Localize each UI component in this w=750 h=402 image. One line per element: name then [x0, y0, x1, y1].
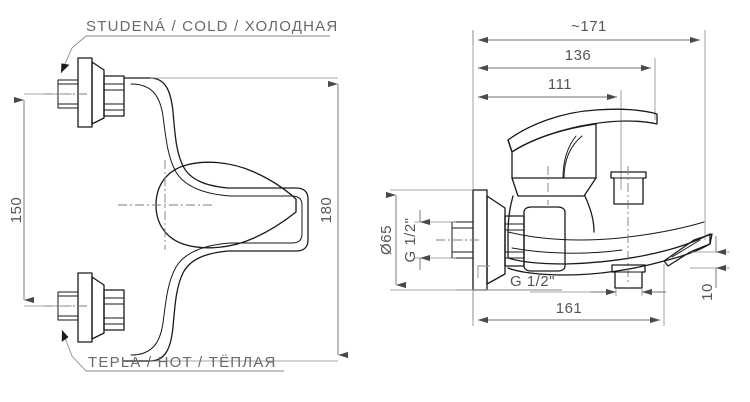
spout-outlet: [663, 233, 713, 267]
side-lever-handle: [507, 108, 658, 205]
dimension-136: 136: [478, 47, 656, 120]
dimension-diameter-65-label: Ø65: [378, 225, 395, 255]
dimension-171: ~171: [472, 18, 706, 240]
dimension-161: 161: [472, 264, 665, 326]
cold-leader-line: [60, 35, 87, 74]
dimension-10-label: 10: [699, 283, 716, 301]
upper-inlet-assembly: [44, 57, 125, 128]
dimension-180: 180: [150, 77, 348, 362]
inner-hose-dimension: [530, 288, 666, 296]
lower-inlet-assembly: [44, 272, 125, 343]
side-body-outline: [507, 195, 711, 276]
dimension-thread-vertical: G 1/2": [402, 210, 456, 270]
dimension-thread-horizontal: G 1/2": [456, 265, 562, 291]
dimension-150: 150: [8, 93, 72, 307]
dimension-111-label: 111: [548, 76, 572, 93]
dimension-150-label: 150: [8, 197, 25, 224]
dimension-161-label: 161: [556, 300, 583, 317]
dimension-136-label: 136: [565, 47, 592, 64]
diverter-knob: [610, 166, 647, 282]
side-view-group: ~171 136 111: [378, 18, 730, 326]
dimension-180-label: 180: [318, 197, 335, 224]
front-body-outline: [123, 77, 309, 362]
dimension-thread-horizontal-label: G 1/2": [510, 273, 555, 290]
dimension-thread-vertical-label: G 1/2": [402, 217, 419, 262]
front-view-group: 150 180: [8, 35, 348, 372]
dimension-10: 10: [690, 236, 730, 301]
hose-connector: [611, 264, 646, 289]
hot-label: TEPLÁ / HOT / ТЁПЛАЯ: [88, 354, 277, 371]
dimension-111: 111: [478, 76, 622, 190]
dimension-171-label: ~171: [571, 18, 607, 35]
hot-leader-line: [61, 329, 87, 372]
cold-label: STUDENÁ / COLD / ХОЛОДНАЯ: [86, 18, 338, 35]
